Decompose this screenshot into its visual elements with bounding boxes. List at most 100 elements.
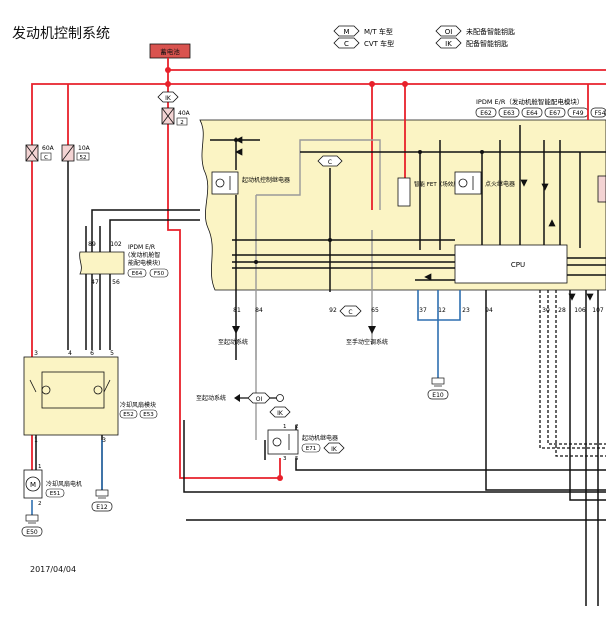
ipdm-connector-e64: E64 [526,110,538,117]
legend-text-m: M/T 车型 [364,27,393,36]
page-title: 发动机控制系统 [12,26,110,42]
dest-start-system-1: 至起动系统 [218,338,248,346]
ipdm-bottom-pins: 81 84 92 65 37 12 23 94 30 28 106 107 [233,307,604,314]
fan-pin-6: 6 [90,350,94,357]
starter-relay-pin-3: 3 [283,456,287,462]
legend-symbol-oi-badge [435,25,462,37]
smart-fet-label: 智能 FET（场效应晶体管） [414,180,481,188]
cvt-connector-badge [317,155,343,167]
diodes [235,136,594,301]
ik-badge-relay-label: IK [277,410,284,417]
starter-control-relay-line: 起动机控制继电器 [242,176,290,184]
legend-symbol-c-badge [333,37,360,49]
fuse-40a-number: 2 [180,120,184,126]
ik-badge-starter [323,442,345,454]
dest-manual-ac: 至手动空调系统 [346,338,388,346]
pin-94: 94 [485,307,493,314]
ipdm-side-title-1: IPDM E/R [128,244,155,251]
pin-65: 65 [371,307,379,314]
ipdm-connector-e67: E67 [549,110,561,117]
starter-relay-box [267,429,299,455]
pin-102: 102 [110,241,122,248]
pin-37: 37 [419,307,427,314]
ipdm-connector-f54: F54 [594,110,605,117]
fuse-60a-number: C [44,155,48,161]
pin-92: 92 [329,307,337,314]
dest-start-system-2: 至起动系统 [196,394,226,402]
starter-relay-pin-2: 2 [295,424,299,430]
fan-motor-pin-1: 1 [38,464,42,470]
legend-text-ik: 配备智能钥匙 [466,39,508,48]
fan-pin-5: 5 [110,350,114,357]
cpu-label: CPU [511,261,525,269]
fan-motor-box [23,469,43,499]
fan-module-connector-e53: E53 [143,412,154,418]
pin-56: 56 [112,279,120,286]
starter-control-relay-label: 起动机控制继电器 [242,176,290,184]
fuse-60a-amp: 60A [42,145,55,152]
cooling-fan-module-label: 冷却风扇模块 [120,401,156,409]
legend-text-c: CVT 车型 [364,39,394,48]
legend-symbol-ik: IK [445,40,452,48]
pin-89: 89 [88,241,96,248]
ipdm-side-title-2: (发动机舱智 [128,251,160,259]
cvt-badge-pin92 [339,305,362,317]
oi-badge [247,392,271,404]
ik-connector-badge [157,91,179,103]
date-label: 2017/04/04 [30,565,76,574]
fan-pin-4: 4 [68,350,72,357]
starter-relay-connector: E71 [306,446,316,452]
ground-e50-label: E50 [26,529,38,536]
cvt-badge-pin92-label: C [348,309,352,316]
legend-symbol-ik-badge [435,37,462,49]
red-wires [31,58,606,479]
pin-23: 23 [462,307,470,314]
fan-motor-label: 冷却风扇电机 [46,480,82,488]
pin-81: 81 [233,307,241,314]
ground-e10-symbol [431,377,445,385]
ground-e12-symbol [95,489,109,497]
legend-text-oi: 未配备智能钥匙 [466,27,515,36]
fan-motor-pin-2: 2 [38,501,42,507]
fan-pin-3b: 3 [102,437,106,444]
pin-107: 107 [592,307,604,314]
ik-badge-starter-label: IK [331,446,338,453]
junction-dots [165,67,408,481]
legend-symbol-m: M [343,28,349,36]
ik-badge-relay [269,406,291,418]
grey-wires [255,139,381,440]
ipdm-connector-f49: F49 [572,110,583,117]
ground-e12-label: E12 [96,504,108,511]
fuse-40a-amp: 40A [178,110,191,117]
cvt-connector-label: C [328,159,332,166]
fuse-10a-amp: 10A [78,145,91,152]
starter-control-relay-box [211,171,239,195]
legend-symbol-m-badge [333,25,360,37]
ipdm-connector-e62: E62 [480,110,492,117]
black-wires [31,125,606,606]
partial-right-element [597,175,606,203]
ik-connector-label: IK [165,95,172,102]
ignition-relay-label: 点火继电器 [485,180,515,188]
fan-motor-symbol: M [30,481,36,489]
ipdm-side-connector-f50: F50 [154,271,165,277]
legend-symbol-c: C [344,40,349,48]
ipdm-side-title-3: 能配电模块) [128,259,160,267]
pin-106: 106 [574,307,586,314]
ipdm-side-box [79,251,125,275]
legend-symbol-oi: OI [445,28,453,36]
fuse-10a-number: 52 [80,155,87,161]
ipdm-connector-e63: E63 [503,110,515,117]
cpu-box [454,244,568,284]
battery-box [149,43,191,59]
starter-relay-pin-5: 5 [295,456,299,462]
legend: M M/T 车型 C CVT 车型 OI 未配备智能钥匙 IK 配备智能钥匙 [333,25,515,49]
pin-47: 47 [91,279,99,286]
ground-e10-label: E10 [432,392,444,399]
fan-module-connector-e52: E52 [123,412,133,418]
blue-wires [31,290,461,515]
starter-relay-pin-1: 1 [283,424,287,430]
smart-fet-box [397,177,411,207]
ipdm-title: IPDM E/R（发动机舱智能配电模块） [476,97,583,106]
